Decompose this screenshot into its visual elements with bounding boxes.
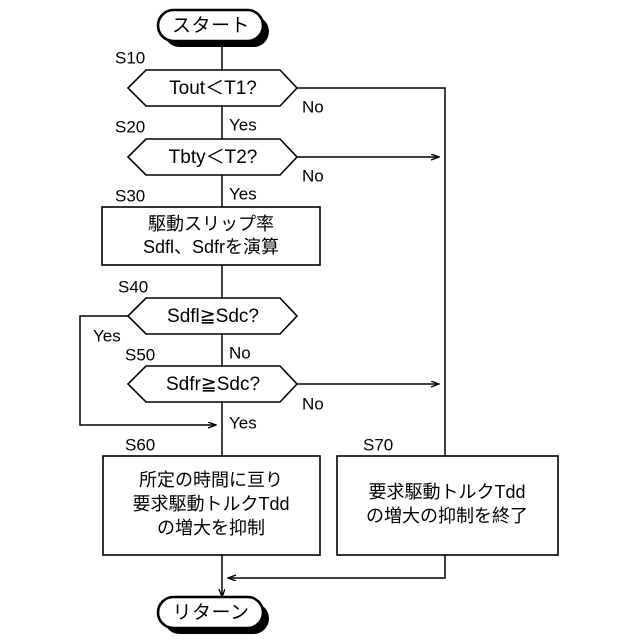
s30-shape xyxy=(101,206,321,266)
node-s50: Sdfr≧Sdc? xyxy=(126,365,299,403)
connector-s70-to-return xyxy=(228,555,446,578)
s10-label: Tout＜T1? xyxy=(169,78,257,99)
s50-step-label: S50 xyxy=(125,345,155,364)
s40-step-label: S40 xyxy=(118,277,148,296)
s20-label: Tbty＜T2? xyxy=(169,147,258,168)
start-shape xyxy=(156,8,265,43)
s40-no-label: No xyxy=(229,343,251,362)
node-s10: Tout＜T1? xyxy=(126,69,299,107)
s70-line2: の増大の抑制を終了 xyxy=(366,506,528,526)
s40-shape xyxy=(126,297,299,335)
s10-yes-label: Yes xyxy=(229,115,257,134)
node-s20: Tbty＜T2? xyxy=(126,138,299,176)
s10-step-label: S10 xyxy=(115,48,145,67)
s70-shape xyxy=(336,455,559,556)
connector-s40-yes-loop xyxy=(79,315,216,425)
s70-line1: 要求駆動トルクTdd xyxy=(368,482,525,502)
s60-shape xyxy=(102,455,321,556)
s40-label: Sdfl≧Sdc? xyxy=(167,306,259,327)
s60-line3: の増大を抑制 xyxy=(157,518,265,538)
s10-shape xyxy=(126,69,299,107)
s30-line1: 駆動スリップ率 xyxy=(148,214,274,234)
s60-step-label: S60 xyxy=(125,435,155,454)
s30-line2: Sdfl、Sdfrを演算 xyxy=(143,237,279,257)
s20-step-label: S20 xyxy=(115,117,145,136)
s60-line2: 要求駆動トルクTdd xyxy=(132,494,289,514)
s20-shape xyxy=(126,138,299,176)
s20-yes-label: Yes xyxy=(229,184,257,203)
node-s40: Sdfl≧Sdc? xyxy=(126,297,299,335)
connector-s10-no-to-s70 xyxy=(297,87,446,456)
node-start: スタート xyxy=(156,8,269,47)
s10-no-label: No xyxy=(302,97,324,116)
s30-step-label: S30 xyxy=(115,186,145,205)
s40-yes-label: Yes xyxy=(93,326,121,345)
start-label: スタート xyxy=(172,15,250,37)
s60-line1: 所定の時間に亘り xyxy=(139,470,283,490)
s50-yes-label: Yes xyxy=(229,413,257,432)
s50-no-label: No xyxy=(302,394,324,413)
s50-label: Sdfr≧Sdc? xyxy=(166,374,260,395)
node-return: リターン xyxy=(156,595,269,634)
node-s30: 駆動スリップ率 Sdfl、Sdfrを演算 xyxy=(101,206,321,266)
node-s60: 所定の時間に亘り 要求駆動トルクTdd の増大を抑制 xyxy=(102,455,321,556)
node-s70: 要求駆動トルクTdd の増大の抑制を終了 xyxy=(336,455,559,556)
s50-shape xyxy=(126,365,299,403)
return-shape xyxy=(156,595,265,630)
s20-no-label: No xyxy=(302,166,324,185)
return-label: リターン xyxy=(172,602,249,624)
s70-step-label: S70 xyxy=(363,435,393,454)
